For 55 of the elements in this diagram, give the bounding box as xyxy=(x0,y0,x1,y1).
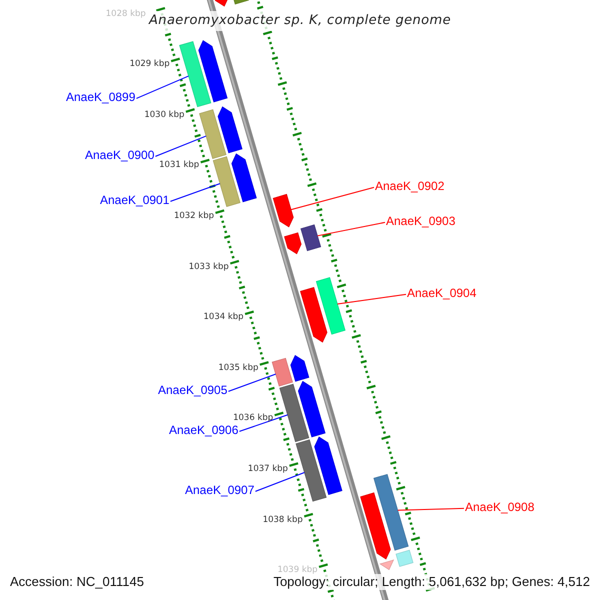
cds-feature xyxy=(290,354,310,382)
gene-label: AnaeK_0901 xyxy=(100,193,170,207)
tick-label: 1035 kbp xyxy=(218,362,258,373)
tick-label: 1034 kbp xyxy=(204,312,244,322)
cog-feature xyxy=(279,384,310,442)
cog-feature xyxy=(300,224,322,252)
leader-line xyxy=(170,183,220,202)
leader-line xyxy=(154,136,207,157)
cog-feature xyxy=(199,109,226,160)
leader-line xyxy=(336,294,406,304)
gene-label: AnaeK_0899 xyxy=(66,90,136,104)
cds-feature xyxy=(314,436,342,495)
cds-feature xyxy=(360,492,391,560)
tick-label: 1039 kbp xyxy=(277,565,318,576)
tick-label: 1031 kbp xyxy=(159,160,200,170)
accession-text: Accession: NC_011145 xyxy=(10,574,144,590)
tick-label: 1037 kbp xyxy=(248,464,288,474)
tick-label: 1038 kbp xyxy=(262,514,303,525)
tick-label: 1033 kbp xyxy=(188,262,229,272)
leader-line xyxy=(238,414,288,432)
tick-label: 1030 kbp xyxy=(144,110,184,120)
cog-feature xyxy=(179,41,212,108)
leader-line xyxy=(290,186,374,210)
genome-info-text: Topology: circular; Length: 5,061,632 bp; Genes: 4,512 xyxy=(273,574,590,590)
leader-line xyxy=(254,472,305,492)
cog-feature xyxy=(396,550,414,567)
cog-feature xyxy=(296,439,327,502)
leader-line xyxy=(317,222,386,236)
cog-feature xyxy=(272,358,293,386)
gene-label: AnaeK_0905 xyxy=(158,383,228,397)
cds-feature xyxy=(231,153,257,202)
tick-label: 1036 kbp xyxy=(233,413,274,424)
gene-label: AnaeK_0900 xyxy=(85,148,154,162)
cds-feature xyxy=(298,380,326,438)
tick-label: 1032 kbp xyxy=(174,211,214,222)
gene-label: AnaeK_0908 xyxy=(465,500,534,514)
tick-label: 1028 kbp xyxy=(106,8,146,19)
cog-feature xyxy=(316,277,346,335)
cds-feature xyxy=(272,194,294,228)
map-title: Anaeromyxobacter sp. K, complete genome xyxy=(149,11,451,31)
gene-label: AnaeK_0906 xyxy=(169,423,238,437)
gene-label: AnaeK_0903 xyxy=(386,214,456,228)
cds-feature xyxy=(198,40,228,102)
gene-label: AnaeK_0907 xyxy=(185,483,254,497)
cog-feature xyxy=(373,474,409,551)
leader-line xyxy=(228,374,276,392)
cog-feature xyxy=(212,156,240,207)
leader-line xyxy=(397,508,464,511)
gene-label: AnaeK_0902 xyxy=(375,179,444,193)
cds-feature xyxy=(218,106,242,154)
leader-line xyxy=(136,76,189,99)
gene-label: AnaeK_0904 xyxy=(407,286,476,300)
cds-feature xyxy=(300,287,328,343)
tick-label: 1029 kbp xyxy=(130,59,170,70)
cds-feature xyxy=(284,232,302,254)
